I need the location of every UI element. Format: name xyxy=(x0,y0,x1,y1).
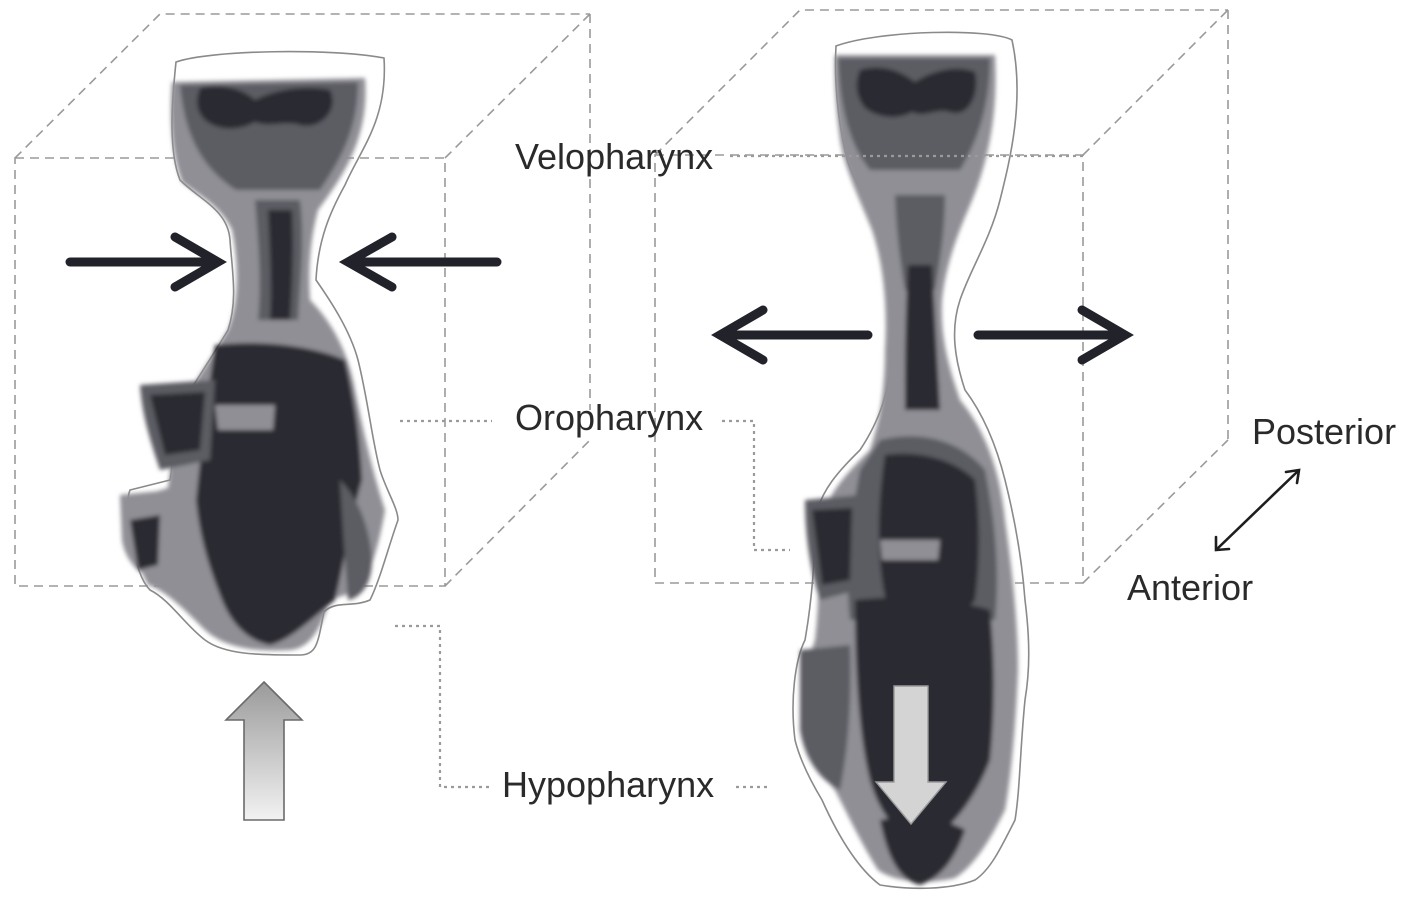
posterior-label: Posterior xyxy=(1252,414,1396,450)
hypopharynx-label: Hypopharynx xyxy=(502,767,714,803)
oropharynx-label: Oropharynx xyxy=(515,400,703,436)
arrow-left-icon xyxy=(348,237,497,287)
velopharynx-label: Velopharynx xyxy=(515,139,713,175)
arrow-left-icon xyxy=(720,310,868,360)
double-headed-arrow-icon xyxy=(1216,470,1299,550)
left-airway xyxy=(120,52,398,655)
arrow-up-block-icon xyxy=(226,682,302,820)
oropharynx-leader-right xyxy=(722,421,790,550)
arrow-right-icon xyxy=(978,310,1125,360)
anterior-label: Anterior xyxy=(1127,570,1253,606)
hypopharynx-leader-left xyxy=(395,626,492,787)
arrow-right-icon xyxy=(70,237,218,287)
